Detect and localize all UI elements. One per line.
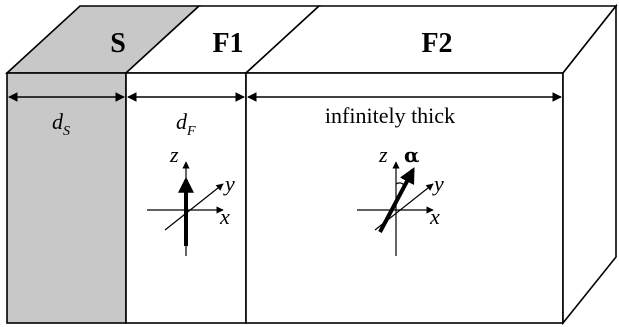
f2-angle-arc <box>395 182 406 187</box>
f2-magnetization-arrow <box>378 167 415 233</box>
f2-y-label: y <box>432 171 444 196</box>
f1-y-axis <box>164 183 224 231</box>
f1-thickness-label: dF <box>176 109 196 139</box>
f2-coordinate-axes: z α y x <box>357 142 444 256</box>
f1-coordinate-axes: z y x <box>147 142 235 256</box>
f2-thickness-label: infinitely thick <box>325 103 455 128</box>
s-layer-front-face <box>6 72 127 324</box>
f2-layer <box>243 3 618 326</box>
f1-z-label: z <box>169 142 179 167</box>
f1-layer-label: F1 <box>212 28 243 59</box>
f2-z-label: z <box>378 142 388 167</box>
s-layer <box>4 5 202 324</box>
f2-layer-front-face <box>245 72 564 324</box>
f2-alpha-label: α <box>404 143 419 167</box>
f2-x-label: x <box>429 204 440 229</box>
f2-layer-label: F2 <box>421 28 452 59</box>
f1-x-label: x <box>219 204 230 229</box>
f1-y-label: y <box>223 171 235 196</box>
f2-layer-side-face <box>562 3 617 326</box>
s-thickness-label: dS <box>52 109 70 139</box>
s-layer-label: S <box>110 28 126 59</box>
